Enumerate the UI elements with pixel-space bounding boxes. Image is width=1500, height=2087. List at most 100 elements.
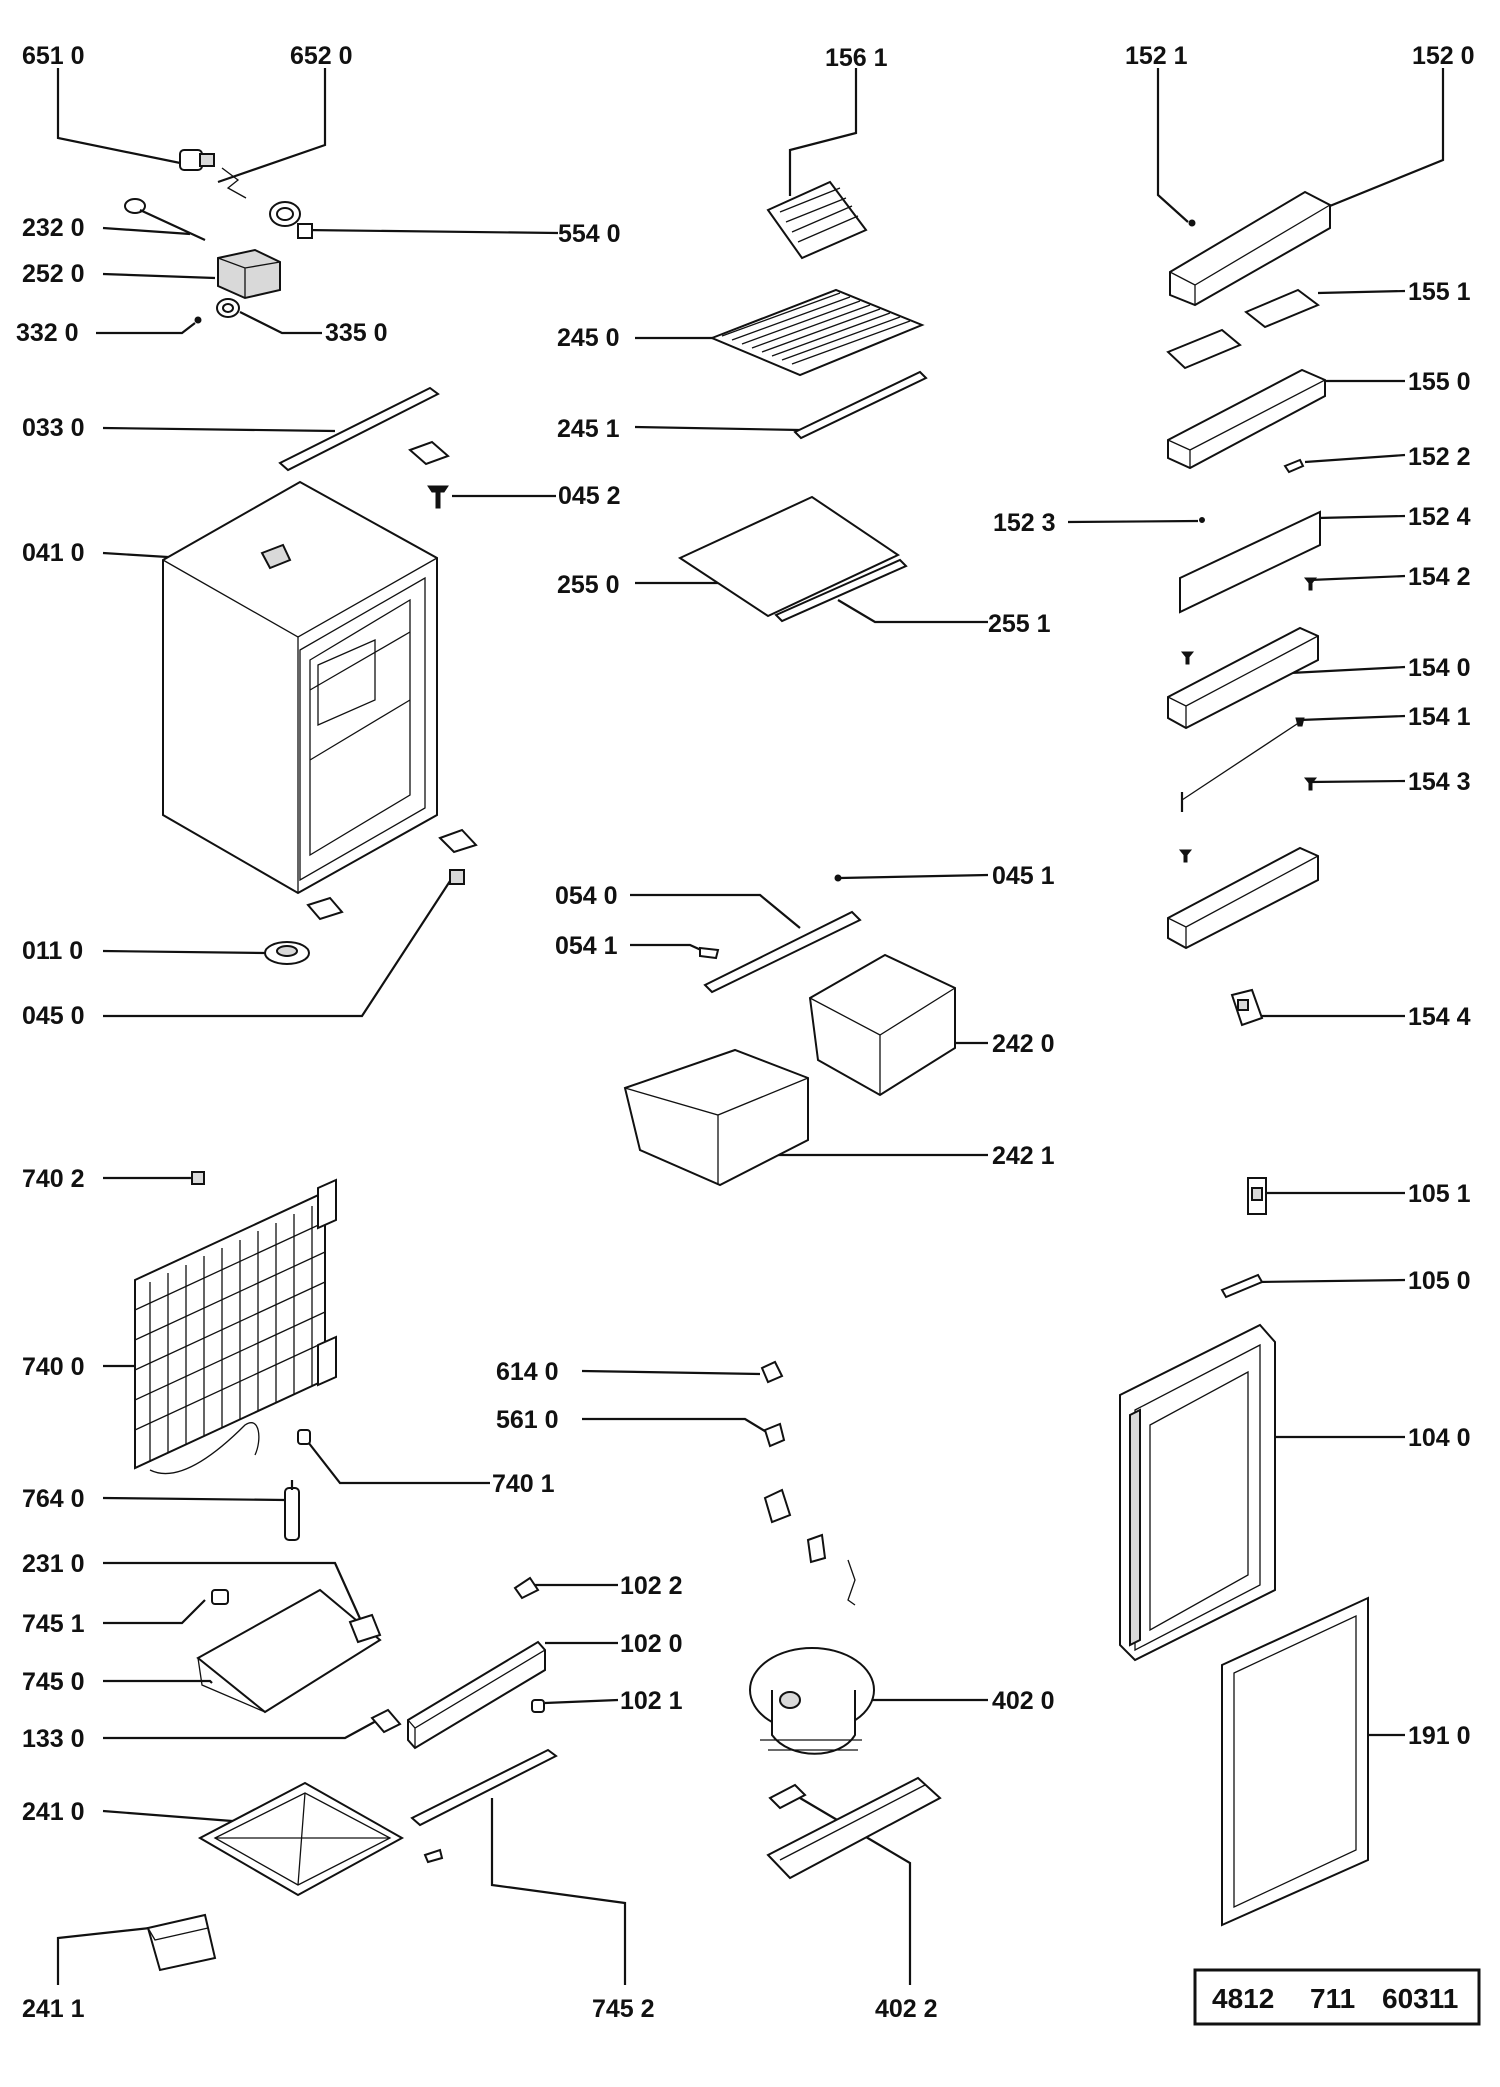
bottle-shelf-lower <box>1167 846 1319 950</box>
drier-filter-7640 <box>284 1480 300 1541</box>
egg-tray-1551 <box>1166 288 1321 370</box>
relay-6140 <box>760 1360 784 1384</box>
label-7640: 764 0 <box>22 1485 85 1513</box>
reference-part-3: 60311 <box>1382 1983 1458 2014</box>
rail-7452 <box>410 1748 558 1827</box>
leader-2451 <box>634 425 801 432</box>
hinge-1330 <box>370 1708 402 1734</box>
leader-2411 <box>56 1926 151 1985</box>
label-2420: 242 0 <box>992 1030 1055 1058</box>
leader-1050 <box>1257 1278 1406 1284</box>
leader-2320 <box>102 226 191 236</box>
label-5540: 554 0 <box>558 220 621 248</box>
label-2410: 241 0 <box>22 1798 85 1826</box>
leader-7450 <box>103 1679 213 1684</box>
leader-1524 <box>1317 514 1406 520</box>
label-0452: 045 2 <box>558 482 621 510</box>
gasket-1910 <box>1221 1596 1369 1927</box>
label-2320: 232 0 <box>22 214 85 242</box>
hinge-1050 <box>1220 1273 1264 1299</box>
label-7450: 745 0 <box>22 1668 85 1696</box>
relay-parts <box>763 1488 856 1606</box>
label-1040: 104 0 <box>1408 1424 1471 1452</box>
label-1543: 154 3 <box>1408 768 1471 796</box>
capillary-2320 <box>124 198 206 241</box>
label-1540: 154 0 <box>1408 654 1471 682</box>
label-2520: 252 0 <box>22 260 85 288</box>
clip-0541 <box>699 946 720 960</box>
label-7402: 740 2 <box>22 1165 85 1193</box>
washer-3350 <box>216 298 240 318</box>
label-5610: 561 0 <box>496 1406 559 1434</box>
label-0541: 054 1 <box>555 932 618 960</box>
leader-0451 <box>839 873 989 880</box>
foot-0450 <box>449 869 465 885</box>
label-2421: 242 1 <box>992 1142 1055 1170</box>
leader-0330 <box>102 426 336 433</box>
bracket-2310 <box>348 1613 382 1644</box>
label-7401: 740 1 <box>492 1470 555 1498</box>
screw-3320 <box>194 316 202 324</box>
shelf-trim-2451 <box>793 370 928 440</box>
cap-5610 <box>763 1422 786 1448</box>
leader-7452 <box>490 1798 627 1985</box>
label-0410: 041 0 <box>22 539 85 567</box>
label-1050: 105 0 <box>1408 1267 1471 1295</box>
label-2411: 241 1 <box>22 1995 85 2023</box>
wire-shelf-2450 <box>709 288 925 377</box>
screw-1543 <box>1303 777 1318 791</box>
ice-tray-1561 <box>766 180 868 260</box>
knob-5540 <box>269 201 313 239</box>
rod-0451 <box>834 874 842 882</box>
cabinet-0410 <box>162 480 438 895</box>
label-1541: 154 1 <box>1408 703 1471 731</box>
clip-1522 <box>1283 458 1305 474</box>
label-0330: 033 0 <box>22 414 85 442</box>
label-1523: 152 3 <box>993 509 1056 537</box>
leader-1551 <box>1317 289 1406 295</box>
foot-0110 <box>264 941 310 965</box>
screw-1540-a <box>1180 651 1195 665</box>
leader-2410 <box>102 1809 246 1824</box>
butter-compartment-1520 <box>1169 190 1331 307</box>
leader-5540 <box>304 228 559 235</box>
flap-1524 <box>1179 510 1321 614</box>
label-2550: 255 0 <box>557 571 620 599</box>
label-6140: 614 0 <box>496 1358 559 1386</box>
compressor-4020 <box>749 1647 875 1755</box>
label-1051: 105 1 <box>1408 1180 1471 1208</box>
cover-bracket-0540 <box>703 910 862 994</box>
bracket-1544 <box>1230 988 1264 1027</box>
label-3320: 332 0 <box>16 319 79 347</box>
leader-3320 <box>96 322 196 335</box>
label-1910: 191 0 <box>1408 1722 1471 1750</box>
rail-1020 <box>407 1640 546 1750</box>
label-1021: 102 1 <box>620 1687 683 1715</box>
label-2310: 231 0 <box>22 1550 85 1578</box>
glass-shelf-2550 <box>677 495 901 618</box>
label-0540: 054 0 <box>555 882 618 910</box>
label-1330: 133 0 <box>22 1725 85 1753</box>
leader-6520 <box>217 68 327 184</box>
leader-1561 <box>788 68 858 196</box>
hinge-bottom <box>306 828 478 921</box>
label-4022: 402 2 <box>875 1995 938 2023</box>
bottle-shelf-1540 <box>1167 626 1319 730</box>
label-1551: 155 1 <box>1408 278 1471 306</box>
label-1020: 102 0 <box>620 1630 683 1658</box>
leader-6510 <box>56 68 191 167</box>
label-1544: 154 4 <box>1408 1003 1471 1031</box>
label-0451: 045 1 <box>992 862 1055 890</box>
parts <box>124 149 1369 1972</box>
label-1524: 152 4 <box>1408 503 1471 531</box>
crisper-0-2420 <box>808 953 956 1097</box>
cup-2411 <box>146 1913 217 1972</box>
leader-7401 <box>307 1441 490 1485</box>
label-2551: 255 1 <box>988 610 1051 638</box>
leader-7451 <box>103 1599 206 1625</box>
pin-1521 <box>1188 219 1196 227</box>
leader-1021 <box>544 1698 619 1705</box>
label-6520: 652 0 <box>290 42 353 70</box>
screw-1021 <box>531 1699 545 1713</box>
